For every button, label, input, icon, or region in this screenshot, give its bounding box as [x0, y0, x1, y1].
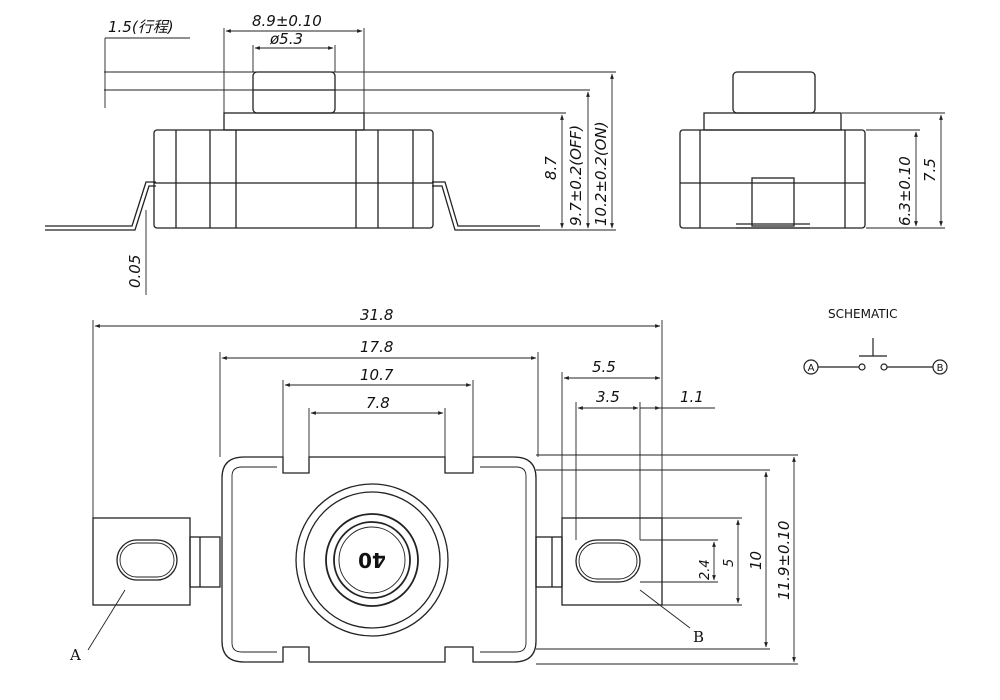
schematic-node-a-label: A: [808, 363, 815, 374]
side-cap: [223, 112, 365, 131]
dim-tab-inner: 5: [722, 559, 737, 567]
right-terminal-hole: [575, 539, 641, 583]
schematic-node-b-label: B: [937, 363, 944, 374]
schematic-symbol: [803, 338, 948, 375]
left-terminal-tab: [92, 517, 191, 606]
end-view: [679, 71, 945, 229]
top-body: [221, 456, 537, 663]
plunger-cap: [325, 513, 419, 607]
end-plunger: [732, 71, 816, 114]
dim-overall-length: 31.8: [360, 306, 393, 324]
dim-hole-offset: 1.1: [680, 388, 704, 406]
side-plunger: [252, 71, 336, 114]
plunger-outer-ring: [295, 483, 449, 637]
terminal-b-label: B: [693, 628, 704, 646]
schematic-title: SCHEMATIC: [828, 307, 897, 321]
side-view: [45, 28, 616, 295]
terminal-a-label: A: [69, 646, 81, 664]
dim-tab-width: 5.5: [592, 358, 616, 376]
dim-slot-inner: 7.8: [366, 394, 390, 412]
left-lead: [45, 181, 156, 227]
dim-side-body-height: 8.7: [542, 156, 560, 180]
left-terminal-hole: [116, 539, 178, 581]
dim-end-total-height: 7.5: [921, 158, 939, 182]
dim-plunger-dia: ø5.3: [269, 30, 303, 48]
right-terminal-tab: [561, 517, 663, 606]
schematic-node-b: [932, 359, 948, 375]
dim-lead-thickness: 0.05: [126, 255, 144, 288]
end-body: [679, 129, 866, 229]
dim-end-body-height: 6.3±0.10: [896, 156, 914, 226]
dim-hole-slot-height: 2.4: [698, 559, 713, 580]
dim-slot-outer: 10.7: [360, 366, 394, 384]
dim-tab-height: 10: [747, 551, 765, 570]
right-lead: [432, 181, 540, 227]
dim-body-length: 17.8: [360, 338, 393, 356]
end-lead: [751, 177, 795, 227]
dim-hole-width: 3.5: [596, 388, 620, 406]
plunger-marking: 40: [358, 548, 386, 572]
side-body: [153, 129, 434, 229]
top-view: [87, 320, 798, 665]
dim-cap-width: 8.9±0.10: [252, 12, 322, 30]
dim-height-off: 9.7±0.2(OFF): [567, 125, 585, 226]
dim-height-on: 10.2±0.2(ON): [592, 121, 610, 226]
dim-body-height: 11.9±0.10: [775, 521, 793, 600]
dim-travel: 1.5(行程): [108, 18, 174, 36]
